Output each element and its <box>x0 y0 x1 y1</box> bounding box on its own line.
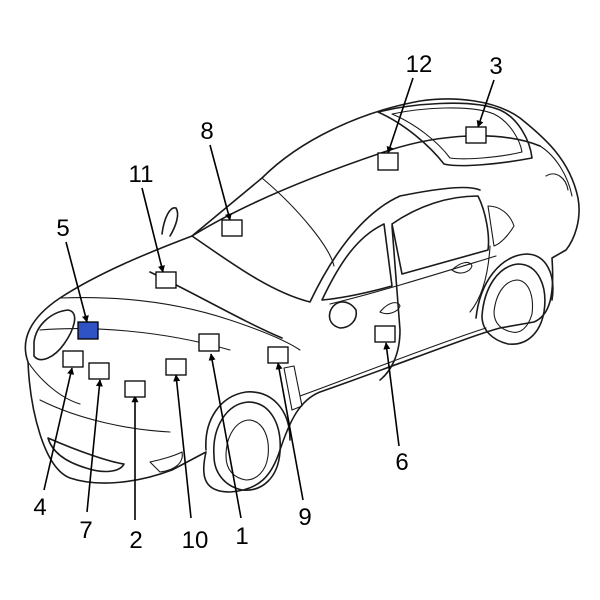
front-wheel-arch <box>205 391 291 451</box>
front-rim <box>225 419 269 481</box>
callout-boxes <box>62 126 487 398</box>
callout-label-4: 4 <box>33 494 46 521</box>
quarter-window <box>487 205 515 247</box>
rear-wheel-arch <box>475 253 554 319</box>
a-pillar <box>191 186 481 303</box>
callout-label-5: 5 <box>56 215 69 242</box>
callout-box-8[interactable] <box>221 219 243 237</box>
callout-box-9[interactable] <box>267 346 289 364</box>
callout-label-8: 8 <box>200 118 213 145</box>
leader-line-11 <box>141 187 165 273</box>
callout-label-7: 7 <box>79 517 92 544</box>
callout-box-12[interactable] <box>377 152 399 171</box>
rear-door-line <box>469 245 491 313</box>
callout-box-6[interactable] <box>374 325 396 343</box>
rear-side-window <box>391 195 490 275</box>
hood-line <box>59 296 301 351</box>
callout-box-4[interactable] <box>62 350 84 368</box>
sunroof-inner <box>391 107 523 160</box>
headlight <box>33 309 76 361</box>
callout-box-7[interactable] <box>88 362 110 380</box>
callout-label-2: 2 <box>129 527 142 554</box>
callout-box-11[interactable] <box>155 271 177 289</box>
rear-spoiler <box>539 145 573 197</box>
leader-line-12 <box>386 77 414 154</box>
front-bumper-line <box>39 399 171 433</box>
leader-line-10 <box>173 374 192 519</box>
sunroof-outer <box>377 102 533 167</box>
callout-label-1: 1 <box>235 523 248 550</box>
lower-intake <box>47 437 125 473</box>
leader-line-5 <box>65 241 89 323</box>
roof-line <box>191 135 541 237</box>
rear-tire <box>481 263 546 345</box>
a-pillar-inner <box>261 177 335 267</box>
front-side-window <box>321 223 393 301</box>
callout-labels: 1 2 3 4 5 6 7 8 9 10 11 12 <box>33 51 502 554</box>
front-tire <box>213 401 281 491</box>
callout-label-10: 10 <box>182 527 209 554</box>
front-door-line <box>379 225 401 381</box>
side-intake <box>149 451 183 473</box>
callout-box-1[interactable] <box>198 333 220 352</box>
rear-rim <box>493 279 534 333</box>
callout-box-3[interactable] <box>465 126 487 144</box>
callout-box-2[interactable] <box>124 380 146 398</box>
callout-label-3: 3 <box>489 53 502 80</box>
leader-line-7 <box>86 379 103 513</box>
car-outline <box>24 98 580 493</box>
callout-label-12: 12 <box>406 51 433 78</box>
side-mirror <box>328 301 358 329</box>
leader-line-1 <box>208 353 242 519</box>
leader-lines <box>43 77 495 520</box>
car-body-silhouette <box>24 98 580 493</box>
antenna <box>161 207 179 237</box>
beltline <box>329 255 497 305</box>
callout-label-9: 9 <box>298 504 311 531</box>
leader-line-3 <box>476 79 495 128</box>
leader-line-6 <box>383 342 400 447</box>
callout-label-6: 6 <box>395 449 408 476</box>
leader-line-8 <box>209 144 232 221</box>
callout-label-11: 11 <box>129 161 154 188</box>
leader-line-4 <box>43 367 75 491</box>
rear-door-handle <box>451 261 473 274</box>
leader-line-9 <box>275 362 304 501</box>
callout-box-5[interactable] <box>77 321 99 340</box>
rear-taillight <box>545 173 569 191</box>
nose-line <box>27 361 81 405</box>
front-door-handle <box>379 302 401 315</box>
fender-vent <box>283 365 303 411</box>
sill-line <box>299 327 487 397</box>
callout-box-10[interactable] <box>165 358 187 376</box>
